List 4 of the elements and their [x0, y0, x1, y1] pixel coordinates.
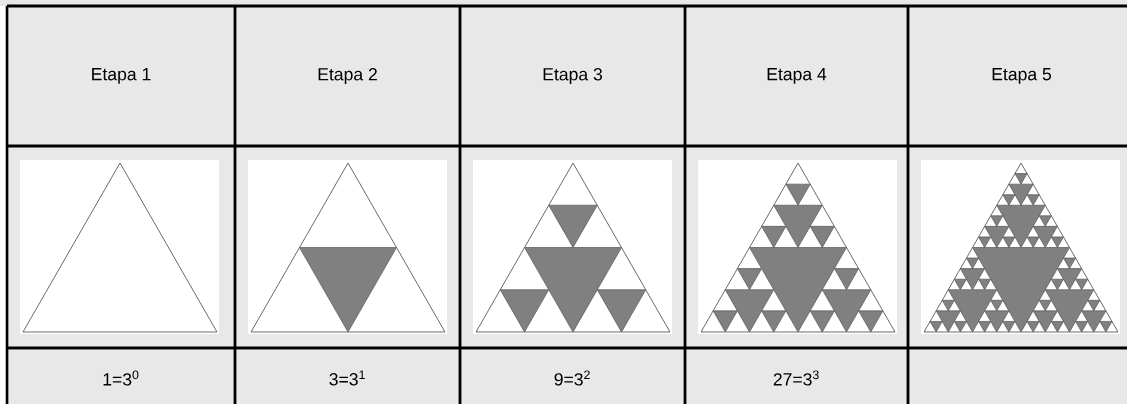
- table-cell: 3=3$^{1}$: [235, 350, 460, 404]
- table-cell: 9=3$^{2}$: [460, 350, 685, 404]
- table-cell: 27=3$^{3}$: [685, 350, 908, 404]
- table-cell: 1=3$^{0}$: [7, 350, 235, 404]
